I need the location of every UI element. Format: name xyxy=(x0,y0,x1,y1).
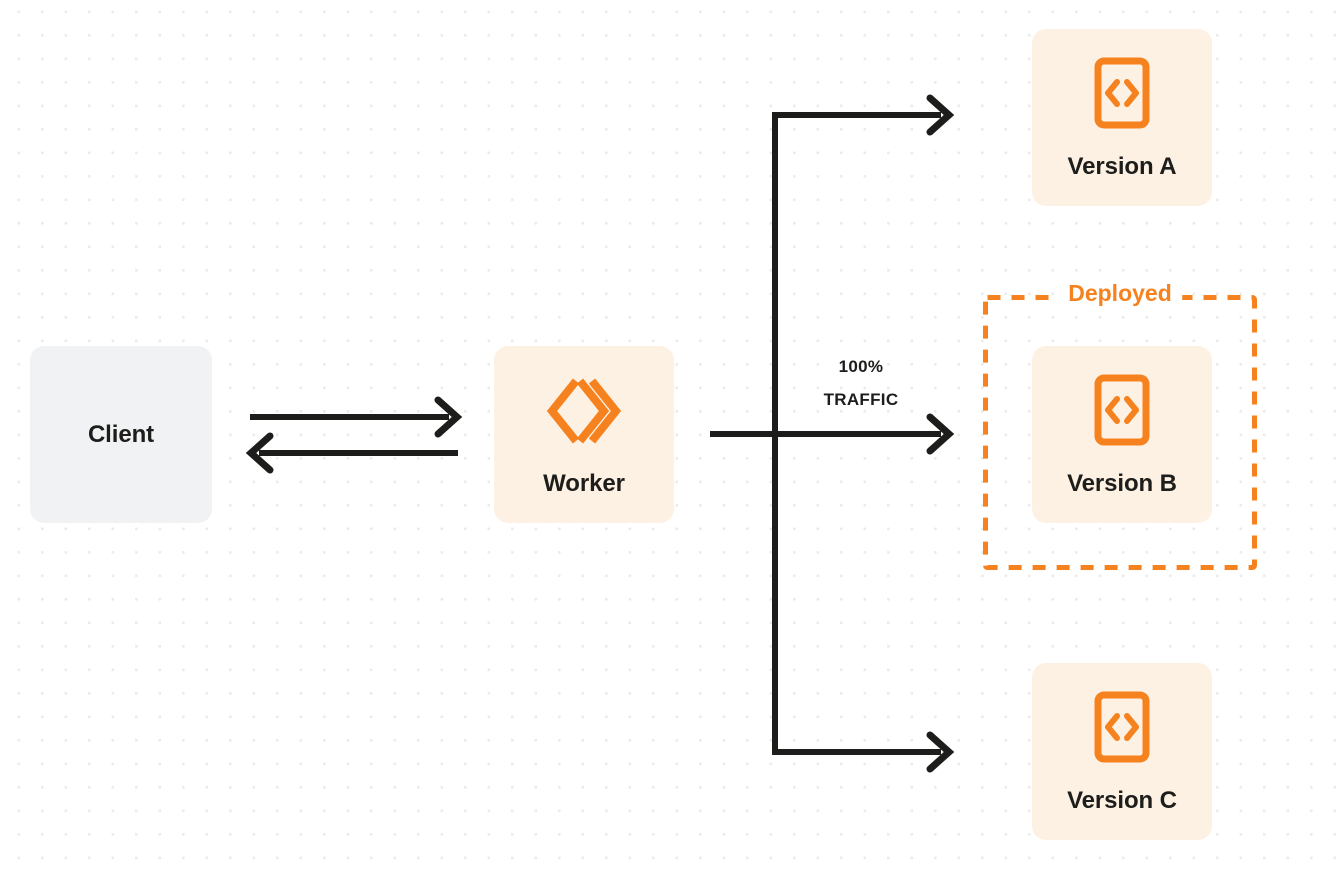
node-client-label: Client xyxy=(87,420,155,448)
node-worker-label: Worker xyxy=(543,470,625,497)
edge-client-to-worker xyxy=(250,396,463,438)
edge-worker-to-client xyxy=(245,432,458,474)
node-version-b[interactable]: Version B xyxy=(1032,346,1212,523)
node-version-c-label: Version C xyxy=(1067,787,1177,814)
node-version-b-label: Version B xyxy=(1067,470,1177,497)
code-file-icon xyxy=(1093,373,1151,452)
code-file-icon xyxy=(1093,56,1151,135)
edge-worker-to-version-c xyxy=(775,731,955,773)
node-client[interactable]: Client xyxy=(30,346,212,523)
code-file-icon xyxy=(1093,690,1151,769)
edge-worker-to-version-a xyxy=(775,94,955,136)
node-version-a[interactable]: Version A xyxy=(1032,29,1212,206)
traffic-caption: TRAFFIC xyxy=(823,390,899,410)
node-worker[interactable]: Worker xyxy=(494,346,674,523)
node-version-a-label: Version A xyxy=(1067,153,1177,180)
node-version-c[interactable]: Version C xyxy=(1032,663,1212,840)
cloudflare-workers-icon xyxy=(546,373,622,454)
edge-worker-trunk xyxy=(710,112,790,755)
traffic-label: 100% TRAFFIC xyxy=(786,350,936,416)
traffic-percent: 100% xyxy=(838,357,884,376)
edge-worker-to-version-b xyxy=(775,413,955,455)
deployed-group-label: Deployed xyxy=(1058,279,1182,309)
